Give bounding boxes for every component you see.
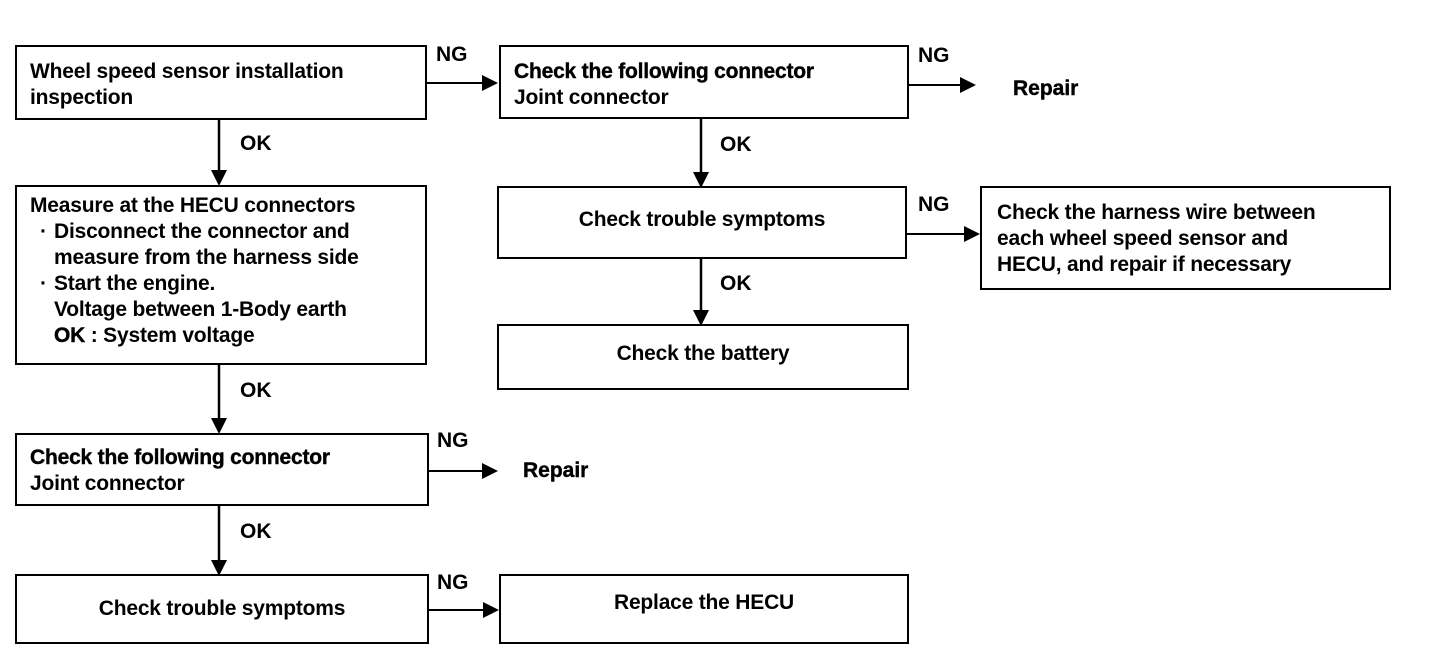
- box-text-line: Check the harness wire between: [997, 201, 1316, 224]
- box-check-symptoms-right: Check trouble symptoms: [497, 186, 907, 259]
- arrowhead: [211, 418, 227, 434]
- box-subtitle: Joint connector: [30, 472, 185, 495]
- arrowhead: [693, 310, 709, 326]
- box-check-connector-left: Check the following connector Joint conn…: [15, 433, 429, 506]
- box-text: Replace the HECU: [613, 591, 795, 614]
- bullet-continuation: Voltage between 1-Body earth: [54, 298, 347, 321]
- ok-prefix: OK: [54, 324, 86, 347]
- ng-label: NG: [436, 43, 468, 66]
- box-check-symptoms-left: Check trouble symptoms: [15, 574, 429, 644]
- ok-label: OK: [240, 132, 272, 155]
- arrowhead: [483, 602, 499, 618]
- ok-value: : System voltage: [90, 324, 255, 347]
- ng-label: NG: [918, 193, 950, 216]
- bullet-text: Start the engine.: [54, 272, 216, 295]
- ok-criterion: OK : System voltage: [30, 323, 425, 349]
- box-title: Check the following connector: [514, 60, 814, 83]
- box-check-connector-right: Check the following connector Joint conn…: [499, 45, 909, 119]
- arrowhead: [211, 560, 227, 576]
- bullet-continuation: measure from the harness side: [54, 246, 359, 269]
- ng-label: NG: [437, 571, 469, 594]
- box-text: Check trouble symptoms: [578, 207, 826, 231]
- box-text: Check trouble symptoms: [98, 597, 346, 620]
- ok-label: OK: [720, 133, 752, 156]
- arrowhead: [960, 77, 976, 93]
- ng-label: NG: [437, 429, 469, 452]
- arrowhead: [693, 172, 709, 188]
- bullet-dot: ·: [40, 220, 47, 243]
- box-subtitle: Joint connector: [514, 86, 669, 109]
- box-replace-hecu: Replace the HECU: [499, 574, 909, 644]
- bullet-dot: ·: [40, 272, 47, 295]
- box-title: Check the following connector: [30, 446, 330, 469]
- arrowhead: [482, 75, 498, 91]
- box-measure-hecu-connectors: Measure at the HECU connectors · Disconn…: [15, 185, 427, 365]
- box-title: Measure at the HECU connectors: [30, 194, 356, 217]
- box-text-line: each wheel speed sensor and: [997, 227, 1289, 250]
- ng-label: NG: [918, 44, 950, 67]
- ok-label: OK: [240, 379, 272, 402]
- arrowhead: [211, 170, 227, 186]
- arrowhead: [482, 463, 498, 479]
- ok-label: OK: [240, 520, 272, 543]
- ok-label: OK: [720, 272, 752, 295]
- box-check-harness-wire: Check the harness wire between each whee…: [980, 186, 1391, 290]
- repair-label: Repair: [523, 459, 589, 482]
- box-sensor-installation-inspection: Wheel speed sensor installation inspecti…: [15, 45, 427, 120]
- bullet-item: · Start the engine.: [30, 271, 425, 297]
- box-text-line: inspection: [30, 86, 134, 109]
- box-text: Check the battery: [616, 342, 790, 365]
- repair-label: Repair: [1013, 77, 1079, 100]
- box-text-line: HECU, and repair if necessary: [997, 253, 1292, 276]
- box-text-line: Wheel speed sensor installation: [30, 60, 344, 83]
- arrowhead: [964, 226, 980, 242]
- bullet-item: · Disconnect the connector and: [30, 219, 425, 245]
- bullet-text: Disconnect the connector and: [54, 220, 350, 243]
- box-check-battery: Check the battery: [497, 324, 909, 390]
